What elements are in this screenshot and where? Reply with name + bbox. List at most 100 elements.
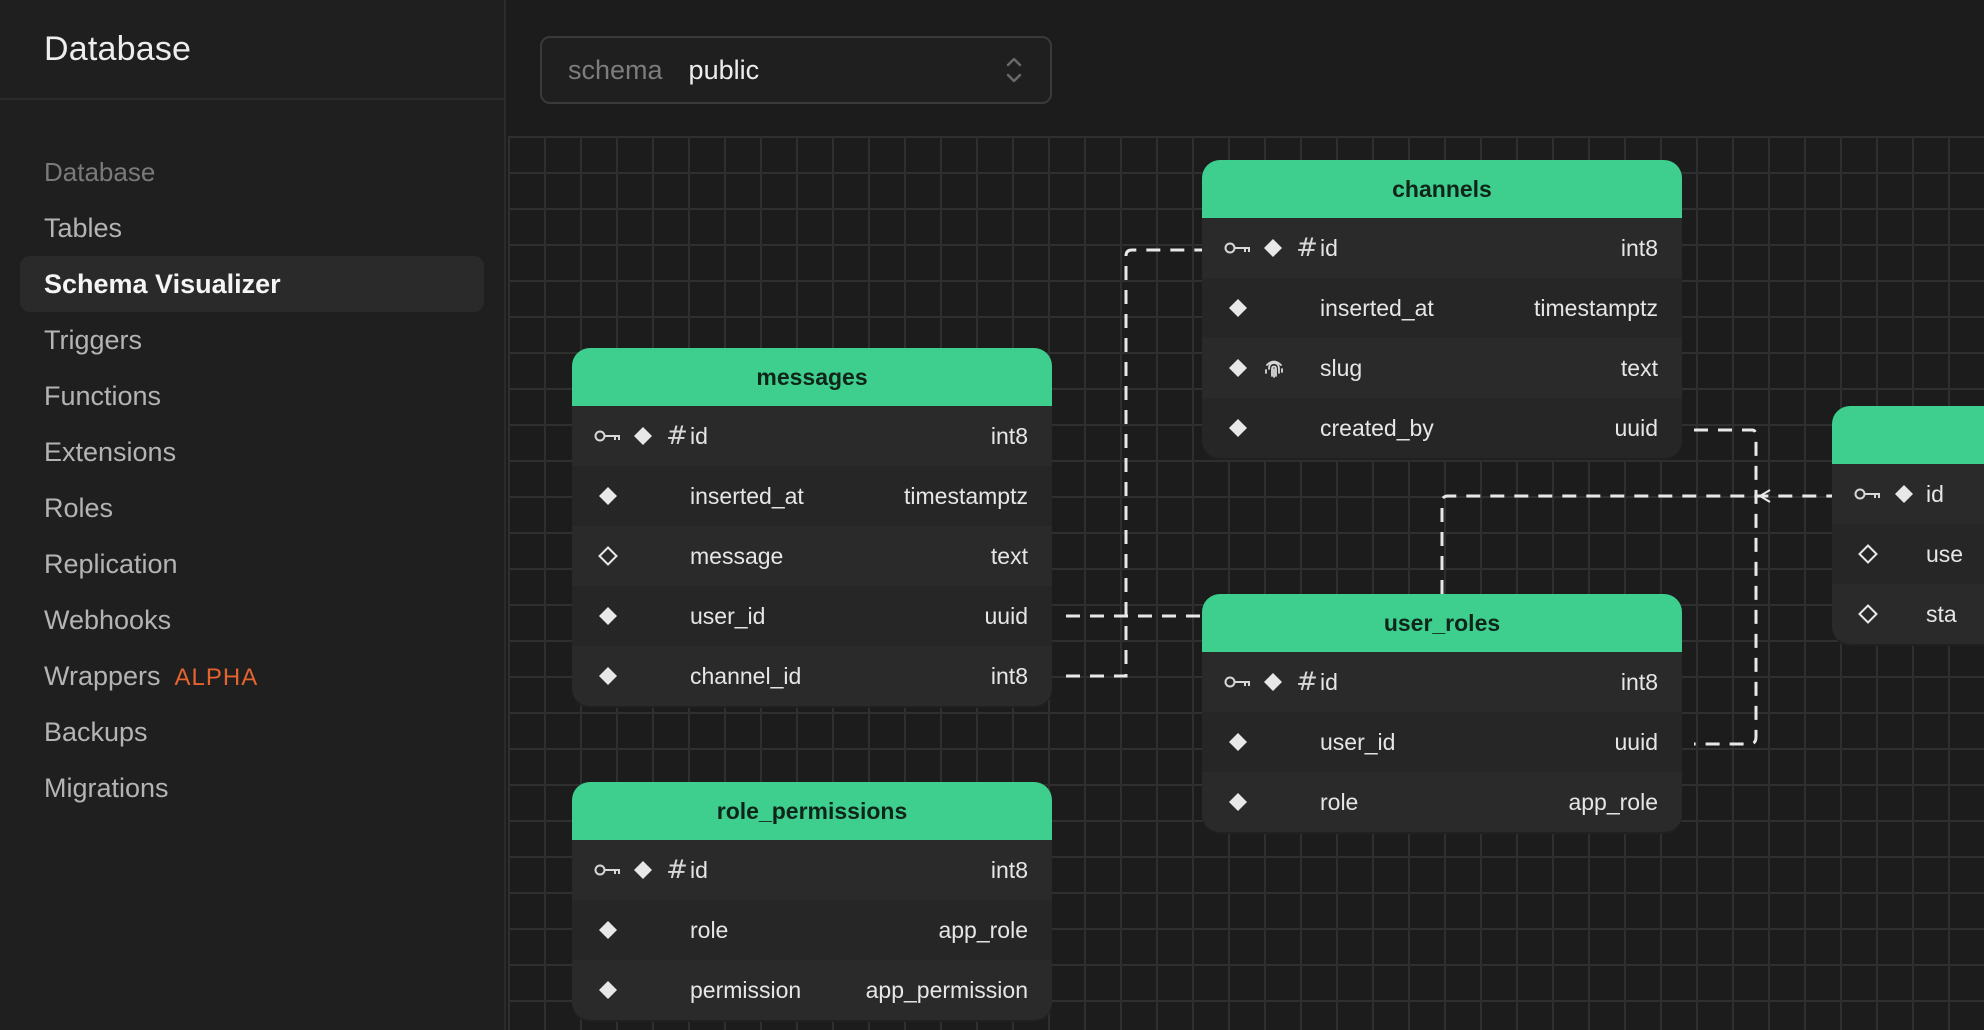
sidebar-item-label: Triggers <box>44 325 143 355</box>
column-row[interactable]: slug text <box>1202 338 1682 398</box>
filled-diamond-icon <box>1260 234 1286 262</box>
column-name: id <box>1926 480 1944 507</box>
fingerprint-icon <box>1260 354 1288 382</box>
filled-diamond-icon <box>1224 728 1252 756</box>
table-header <box>1832 406 1984 464</box>
column-type: uuid <box>1614 728 1658 755</box>
filled-diamond-icon <box>630 856 656 884</box>
column-name: id <box>690 422 708 449</box>
column-name: id <box>1320 234 1338 261</box>
column-name: use <box>1926 540 1964 567</box>
column-type: int8 <box>1620 234 1658 261</box>
column-row[interactable]: user_id uuid <box>572 586 1052 646</box>
sidebar-nav: Tables Schema Visualizer Triggers Functi… <box>0 200 504 816</box>
column-row[interactable]: # id int8 <box>1202 652 1682 712</box>
sidebar-item-extensions[interactable]: Extensions <box>20 424 484 480</box>
table-role-permissions[interactable]: role_permissions # id int8 role app_role <box>572 782 1052 1020</box>
filled-diamond-icon <box>1224 354 1252 382</box>
key-icon <box>1224 668 1252 696</box>
sidebar-item-label: Roles <box>44 493 114 523</box>
column-name: sta <box>1926 600 1957 627</box>
column-row[interactable]: inserted_at timestamptz <box>572 466 1052 526</box>
table-messages[interactable]: messages # id int8 inserted_at timestamp… <box>572 348 1052 706</box>
column-name: id <box>690 856 708 883</box>
column-row[interactable]: role app_role <box>572 900 1052 960</box>
hollow-diamond-icon <box>1854 540 1882 568</box>
alpha-badge: ALPHA <box>174 664 259 691</box>
column-type: int8 <box>990 422 1028 449</box>
sidebar: Database Database Tables Schema Visualiz… <box>0 0 506 1030</box>
schema-canvas[interactable]: schema public channels # id <box>508 0 1984 1030</box>
table-header: role_permissions <box>572 782 1052 840</box>
column-row[interactable]: channel_id int8 <box>572 646 1052 706</box>
sidebar-item-label: Migrations <box>44 773 169 803</box>
column-name: permission <box>690 976 802 1003</box>
table-header: channels <box>1202 160 1682 218</box>
column-type: uuid <box>1614 414 1658 441</box>
column-row[interactable]: id <box>1832 464 1984 524</box>
filled-diamond-icon <box>594 602 622 630</box>
key-icon <box>594 856 622 884</box>
column-row[interactable]: use <box>1832 524 1984 584</box>
sidebar-item-roles[interactable]: Roles <box>20 480 484 536</box>
filled-diamond-icon <box>1224 294 1252 322</box>
column-row[interactable]: permission app_permission <box>572 960 1052 1020</box>
column-type: int8 <box>990 856 1028 883</box>
sidebar-item-tables[interactable]: Tables <box>20 200 484 256</box>
key-icon <box>1224 234 1252 262</box>
sidebar-item-functions[interactable]: Functions <box>20 368 484 424</box>
hollow-diamond-icon <box>594 542 622 570</box>
column-type: app_role <box>1568 788 1658 815</box>
table-user-roles[interactable]: user_roles # id int8 user_id uuid <box>1202 594 1682 832</box>
column-row[interactable]: inserted_at timestamptz <box>1202 278 1682 338</box>
table-partial[interactable]: id use sta <box>1832 406 1984 644</box>
schema-select-value: public <box>688 54 760 85</box>
sidebar-item-backups[interactable]: Backups <box>20 704 484 760</box>
sidebar-item-webhooks[interactable]: Webhooks <box>20 592 484 648</box>
chevron-up-down-icon <box>1006 57 1022 83</box>
column-row[interactable]: sta <box>1832 584 1984 644</box>
sidebar-item-replication[interactable]: Replication <box>20 536 484 592</box>
sidebar-section: Database Tables Schema Visualizer Trigge… <box>0 100 504 816</box>
sidebar-item-migrations[interactable]: Migrations <box>20 760 484 816</box>
column-type: text <box>990 542 1028 569</box>
key-icon <box>594 422 622 450</box>
table-header: user_roles <box>1202 594 1682 652</box>
column-name: inserted_at <box>690 482 804 509</box>
hash-icon: # <box>1296 667 1318 697</box>
filled-diamond-icon <box>1890 480 1918 508</box>
schema-select-label: schema <box>568 54 663 85</box>
filled-diamond-icon <box>1224 414 1252 442</box>
hash-icon: # <box>666 855 688 885</box>
column-name: id <box>1320 668 1338 695</box>
column-row[interactable]: role app_role <box>1202 772 1682 832</box>
column-row[interactable]: # id int8 <box>572 840 1052 900</box>
filled-diamond-icon <box>594 482 622 510</box>
sidebar-item-label: Functions <box>44 381 162 411</box>
filled-diamond-icon <box>594 916 622 944</box>
table-channels[interactable]: channels # id int8 inserted_at timestamp… <box>1202 160 1682 458</box>
filled-diamond-icon <box>630 422 656 450</box>
sidebar-item-label: Backups <box>44 717 148 747</box>
column-row[interactable]: message text <box>572 526 1052 586</box>
table-header: messages <box>572 348 1052 406</box>
sidebar-item-triggers[interactable]: Triggers <box>20 312 484 368</box>
column-type: app_permission <box>865 976 1028 1003</box>
sidebar-item-label: Tables <box>44 213 123 243</box>
filled-diamond-icon <box>1260 668 1286 696</box>
column-name: slug <box>1320 354 1363 381</box>
column-name: inserted_at <box>1320 294 1434 321</box>
sidebar-item-schema-visualizer[interactable]: Schema Visualizer <box>20 256 484 312</box>
column-name: created_by <box>1320 414 1434 441</box>
sidebar-section-title: Database <box>44 157 156 187</box>
column-row[interactable]: # id int8 <box>572 406 1052 466</box>
column-name: role <box>1320 788 1359 815</box>
column-row[interactable]: # id int8 <box>1202 218 1682 278</box>
column-row[interactable]: created_by uuid <box>1202 398 1682 458</box>
hash-icon: # <box>666 421 688 451</box>
schema-select[interactable]: schema public <box>540 36 1052 104</box>
filled-diamond-icon <box>594 976 622 1004</box>
column-row[interactable]: user_id uuid <box>1202 712 1682 772</box>
key-icon <box>1854 480 1882 508</box>
